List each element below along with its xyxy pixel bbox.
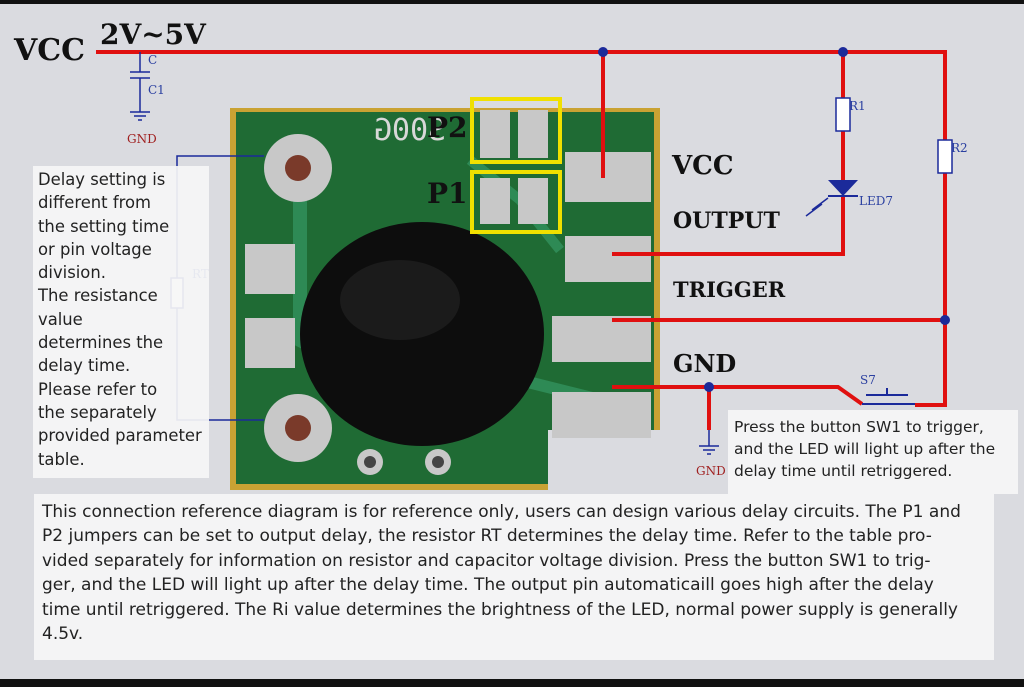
capacitor-c1 bbox=[130, 52, 150, 121]
pad-trigger bbox=[552, 316, 651, 362]
description-line: ger, and the LED will light up after the… bbox=[42, 575, 934, 596]
note-line: and the LED will light up after the bbox=[734, 440, 996, 458]
pin-output-label: OUTPUT bbox=[673, 208, 780, 234]
pad-gnd bbox=[552, 392, 651, 438]
note-line: or pin voltage bbox=[38, 239, 152, 259]
note-line: The resistance bbox=[38, 286, 158, 306]
note-line: the setting time bbox=[38, 216, 170, 236]
description-line: vided separately for information on resi… bbox=[42, 550, 931, 571]
description-line: P2 jumpers can be set to output delay, t… bbox=[42, 526, 932, 547]
node-trigger bbox=[940, 315, 950, 325]
pad-left-2 bbox=[245, 318, 295, 368]
note-line: different from bbox=[38, 193, 151, 213]
supply-vcc-label: VCC bbox=[13, 33, 85, 68]
pin-vcc-label: VCC bbox=[671, 151, 734, 181]
pad-vcc bbox=[565, 152, 651, 202]
description-line: 4.5v. bbox=[42, 624, 84, 645]
delay-setting-note: Delay setting is different from the sett… bbox=[33, 166, 209, 478]
note-line: value bbox=[38, 309, 83, 329]
description-line: time until retriggered. The Ri value det… bbox=[42, 599, 958, 620]
cap-c1-label: C1 bbox=[148, 83, 165, 97]
pad-left-1 bbox=[245, 244, 295, 294]
node-vcc-pin bbox=[598, 47, 608, 57]
jumper-p2-box bbox=[470, 97, 562, 164]
r1-label: R1 bbox=[849, 99, 866, 113]
note-line: Press the button SW1 to trigger, bbox=[734, 418, 984, 436]
pin-gnd-label: GND bbox=[673, 349, 736, 378]
switch-label: S7 bbox=[860, 373, 876, 387]
jumper-p2-label: P2 bbox=[427, 111, 468, 144]
gnd-top-label: GND bbox=[127, 132, 157, 146]
resistor-r2 bbox=[937, 139, 953, 174]
jumper-p1-label: P1 bbox=[427, 177, 468, 210]
supply-range-label: 2V~5V bbox=[100, 18, 207, 51]
trigger-note: Press the button SW1 to trigger, and the… bbox=[728, 410, 1018, 494]
note-line: division. bbox=[38, 263, 106, 283]
led-symbol bbox=[805, 180, 858, 217]
node-gnd bbox=[704, 382, 714, 392]
r2-label: R2 bbox=[951, 141, 968, 155]
pin-trigger-label: TRIGGER bbox=[673, 277, 786, 302]
note-line: determines the bbox=[38, 333, 164, 353]
node-r1 bbox=[838, 47, 848, 57]
note-line: provided parameter bbox=[38, 426, 202, 446]
gnd-bottom-label: GND bbox=[696, 464, 726, 478]
ground-symbol bbox=[699, 430, 719, 455]
switch-s7 bbox=[862, 388, 915, 405]
cap-c-label: C bbox=[148, 53, 157, 67]
note-line: delay time. bbox=[38, 356, 131, 376]
description-line: This connection reference diagram is for… bbox=[42, 502, 961, 522]
note-line: the separately bbox=[38, 402, 157, 422]
led-label: LED7 bbox=[859, 194, 893, 208]
note-line: delay time until retriggered. bbox=[734, 462, 953, 480]
resistor-r1 bbox=[835, 97, 851, 132]
note-line: Please refer to bbox=[38, 379, 158, 399]
jumper-p1-box bbox=[470, 170, 562, 234]
reference-description: This connection reference diagram is for… bbox=[34, 494, 994, 660]
pcb-silkscreen: S00G bbox=[374, 113, 446, 148]
note-line: Delay setting is bbox=[38, 170, 166, 189]
pcb-board: S00G bbox=[230, 108, 660, 490]
supply-wiring bbox=[96, 50, 947, 430]
pad-output bbox=[565, 236, 651, 282]
note-line: table. bbox=[38, 449, 85, 469]
